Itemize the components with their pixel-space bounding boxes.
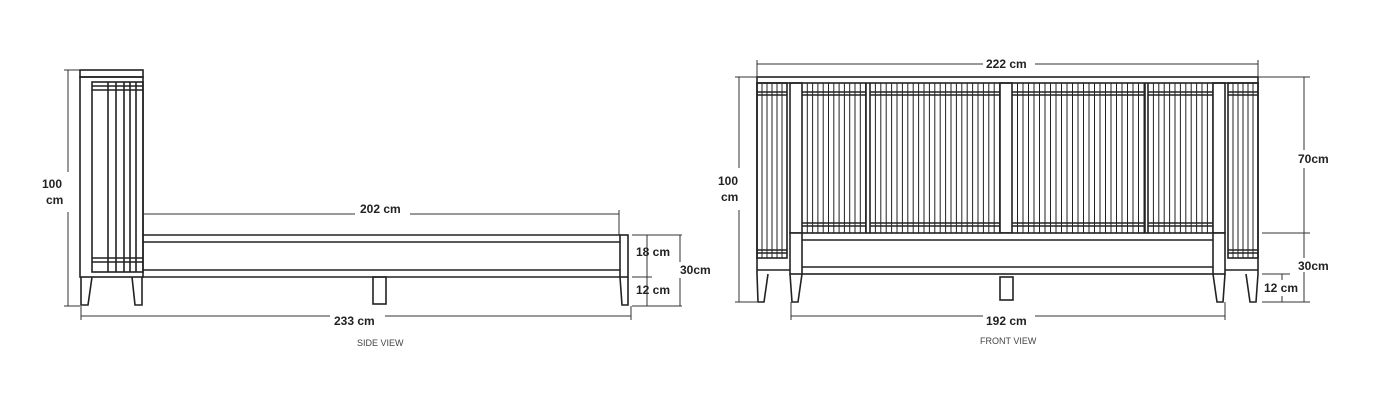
- side-total-length-label: 233 cm: [334, 314, 375, 328]
- front-total-width-label: 222 cm: [986, 57, 1027, 71]
- side-headboard: [79, 69, 144, 278]
- side-leg-height-label: 12 cm: [636, 283, 670, 297]
- front-height-value: 100: [718, 174, 738, 188]
- front-height-unit: cm: [721, 190, 738, 204]
- side-inner-length-label: 202 cm: [360, 202, 401, 216]
- side-rail: [143, 234, 629, 278]
- front-leg-height-label: 12 cm: [1264, 281, 1298, 295]
- side-rail-height-label: 18 cm: [636, 245, 670, 259]
- side-height-value: 100: [42, 177, 62, 191]
- side-height-unit: cm: [46, 193, 63, 207]
- side-view: 100 cm 202 cm 233 cm 18 cm 12 cm 30cm SI…: [42, 69, 711, 348]
- side-dimensions: [64, 69, 682, 320]
- front-view: 100 cm 222 cm 192 cm 70cm 30cm 12 cm FRO…: [718, 57, 1329, 346]
- side-frame-height-label: 30cm: [680, 263, 711, 277]
- front-legs: [756, 273, 1259, 303]
- front-inner-width-label: 192 cm: [986, 314, 1027, 328]
- front-headboard: [756, 76, 1259, 274]
- side-view-caption: SIDE VIEW: [357, 338, 404, 348]
- front-dimensions: [735, 60, 1310, 320]
- front-headboard-height-label: 70cm: [1298, 152, 1329, 166]
- front-view-caption: FRONT VIEW: [980, 336, 1037, 346]
- front-footboard: [789, 232, 1226, 275]
- front-frame-height-label: 30cm: [1298, 259, 1329, 273]
- side-legs: [80, 276, 629, 306]
